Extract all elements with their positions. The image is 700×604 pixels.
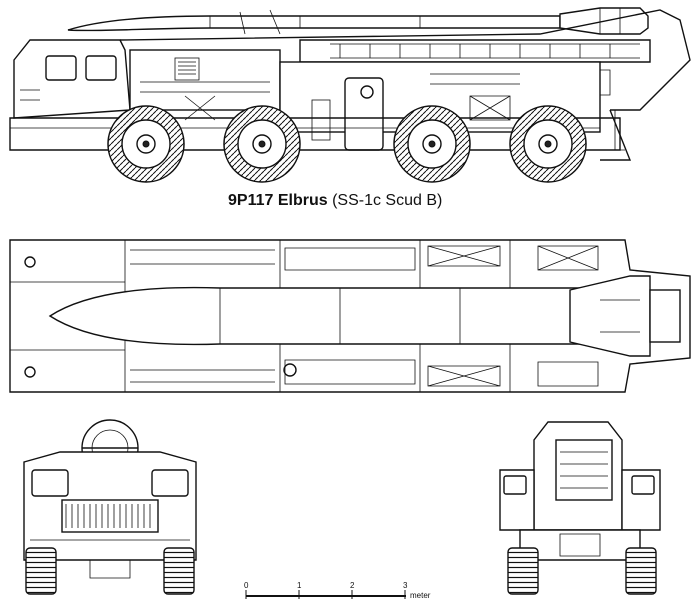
drawing-caption: 9P117 Elbrus (SS-1c Scud B): [228, 192, 442, 210]
scale-tick-0: 0: [244, 581, 249, 590]
side-wheel-1: [107, 105, 185, 183]
side-view-missile: [67, 7, 649, 35]
side-wheel-2: [223, 105, 301, 183]
top-view: [9, 239, 691, 393]
vehicle-designation: 9P117 Elbrus: [228, 192, 328, 209]
scale-tick-3: 3: [403, 581, 408, 590]
side-view-erector: [119, 9, 691, 161]
top-view-missile: [48, 275, 681, 357]
vehicle-designation-note: (SS-1c Scud B): [332, 192, 443, 209]
scale-tick-1: 1: [297, 581, 302, 590]
scale-bar: 0 1 2 3 meter: [244, 581, 431, 600]
scale-tick-2: 2: [350, 581, 355, 590]
side-wheel-4: [509, 105, 587, 183]
side-view: [9, 7, 691, 183]
scale-unit-label: meter: [410, 591, 431, 600]
rear-view: [499, 421, 661, 595]
side-wheel-3: [393, 105, 471, 183]
side-view-wheels: [107, 105, 587, 183]
front-view: [23, 419, 197, 595]
